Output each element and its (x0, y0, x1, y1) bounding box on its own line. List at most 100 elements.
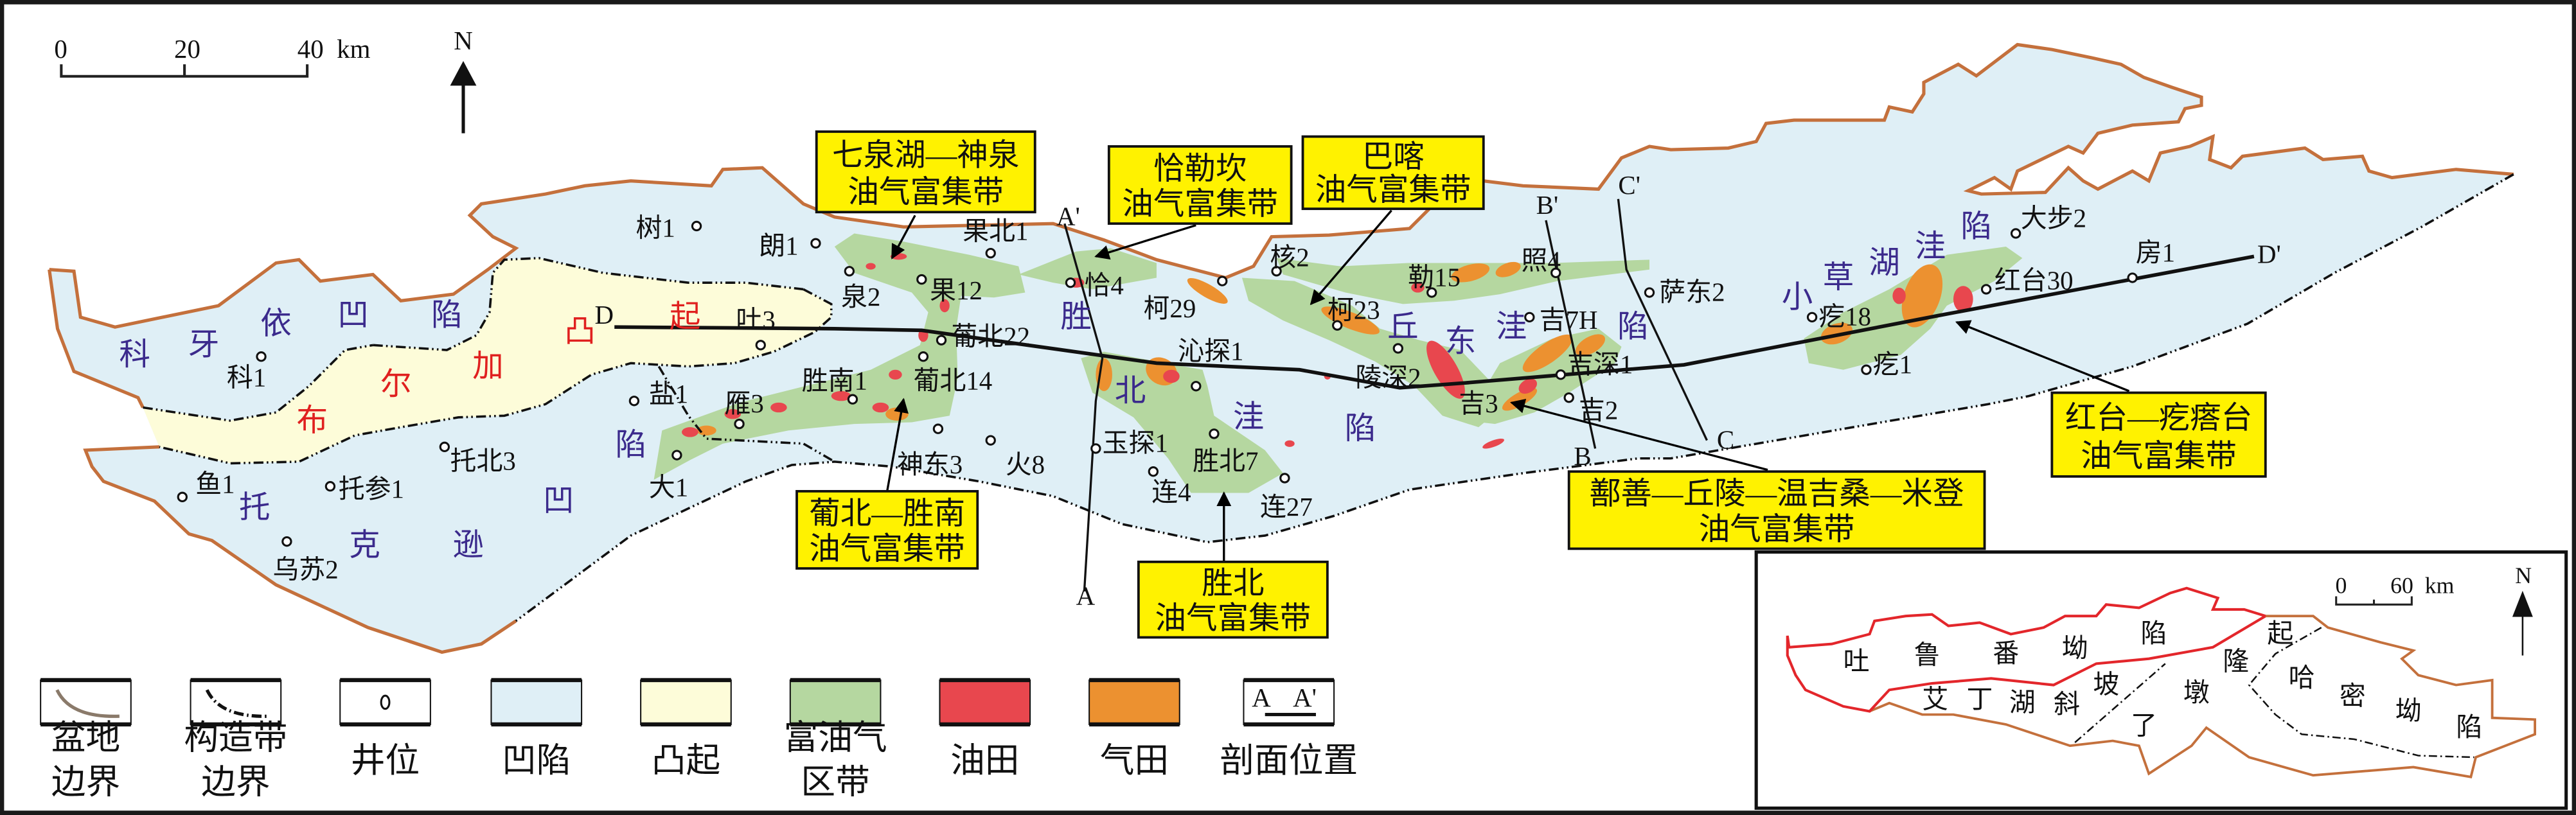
inset-scale-tick-60: 60 (2390, 572, 2413, 598)
cross-section-line (1063, 223, 1104, 592)
well[interactable]: 胜北7 (1193, 428, 1258, 476)
well[interactable]: 托参1 (324, 475, 404, 504)
region-label-char: 凸 (564, 314, 596, 349)
inset-turpan-boundary (1786, 586, 2266, 713)
oil-field (724, 409, 742, 419)
inset-north-arrow-icon (2512, 590, 2533, 656)
well[interactable]: 红台30 (1980, 266, 2074, 295)
well[interactable]: 吉2 (1563, 392, 1618, 425)
callout-box (2050, 391, 2267, 478)
well-label: 火8 (1006, 450, 1045, 479)
callout-text: 恰勒坎 (1153, 151, 1247, 186)
well-label: 柯23 (1328, 295, 1380, 324)
well-marker-icon (671, 450, 682, 460)
well[interactable]: 吐3 (736, 306, 776, 351)
well[interactable]: 科1 (227, 351, 267, 392)
callout-box (1567, 470, 1986, 550)
well-label: 吐3 (736, 306, 775, 335)
well[interactable]: 乌苏2 (272, 536, 339, 584)
well[interactable]: 萨东2 (1644, 277, 1725, 306)
well[interactable]: 疙18 (1806, 302, 1871, 331)
well[interactable]: 吉7H (1524, 306, 1598, 335)
well[interactable]: 沁探1 (1178, 337, 1243, 392)
well[interactable]: 托北3 (439, 441, 516, 476)
well[interactable]: 泉2 (841, 266, 880, 311)
well-marker-icon (691, 220, 702, 232)
well-marker-icon (844, 266, 855, 277)
oil-field (866, 263, 876, 270)
legend-label: 井位 (351, 741, 420, 780)
gas-field (697, 425, 716, 435)
region-label-char: 克 (349, 528, 380, 563)
well[interactable]: 照4 (1522, 247, 1561, 279)
region-label-char: 依 (260, 306, 292, 340)
well-marker-icon (1090, 443, 1101, 454)
well[interactable]: 勒15 (1408, 263, 1461, 298)
well-marker-icon (1279, 473, 1290, 484)
inset-unit-char: 艾 (1922, 685, 1948, 714)
north-label: N (454, 26, 473, 55)
well[interactable]: 雁3 (725, 389, 764, 430)
well[interactable]: 吉3 (1459, 389, 1498, 418)
well[interactable]: 神东3 (897, 423, 963, 479)
well[interactable]: 恰4 (1065, 271, 1124, 300)
callout-arrow-icon (1094, 224, 1196, 260)
region-label-char: 小 (1782, 280, 1813, 315)
well[interactable]: 疙1 (1861, 350, 1912, 379)
well[interactable]: 柯29 (1144, 276, 1228, 323)
inset-unit-char: 陷 (2456, 713, 2482, 742)
well[interactable]: 火8 (985, 435, 1045, 479)
region-label-char: 陷 (1617, 310, 1649, 344)
inset-unit-char: 丁 (1966, 685, 1993, 714)
well[interactable]: 柯23 (1328, 295, 1380, 331)
legend-section-end: A' (1293, 683, 1317, 712)
well-marker-icon (1191, 381, 1202, 392)
section-endpoint-label: B' (1536, 191, 1559, 220)
well[interactable]: 果12 (916, 274, 982, 305)
scale-tick-0: 0 (54, 35, 67, 64)
well[interactable]: 大步2 (2010, 204, 2086, 239)
well-label: 胜北7 (1193, 447, 1258, 476)
region-label-char: 逊 (452, 528, 484, 563)
inset-unit-char: 斜 (2054, 690, 2080, 719)
well-label: 吉3 (1459, 389, 1498, 418)
well[interactable]: 陵深2 (1355, 343, 1421, 392)
cross-section-line-d (614, 254, 2255, 390)
well[interactable]: 盐1 (628, 380, 688, 408)
legend-label: 气田 (1100, 741, 1169, 780)
callout-text: 葡北—胜南 (809, 496, 965, 530)
well-marker-icon (281, 536, 292, 547)
section-endpoint-label: A (1076, 581, 1096, 610)
well[interactable]: 胜南1 (802, 366, 867, 405)
legend-item: 凹陷 (490, 678, 583, 780)
well-label: 沁探1 (1178, 337, 1243, 365)
well[interactable]: 连27 (1260, 473, 1313, 521)
well-marker-icon (1332, 320, 1343, 331)
well[interactable]: 树1 (635, 214, 702, 243)
well-marker-icon (1980, 284, 1992, 295)
well[interactable]: 朗1 (759, 232, 821, 261)
well[interactable]: 大1 (649, 450, 688, 502)
well-label: 照4 (1522, 247, 1561, 276)
gas-field (1096, 358, 1112, 391)
well[interactable]: 核2 (1270, 243, 1310, 277)
well-marker-icon (177, 491, 188, 503)
well[interactable]: 鱼1 (177, 469, 235, 503)
well-label: 连27 (1260, 493, 1313, 521)
legend-label: 剖面位置 (1220, 741, 1358, 780)
well[interactable]: 连4 (1148, 466, 1191, 507)
rich-zone (1241, 277, 1507, 428)
well[interactable]: 房1 (2127, 238, 2175, 283)
callout-text: 胜北 (1202, 566, 1264, 600)
legend-swatch (1088, 679, 1180, 725)
callout-text: 油气富集带 (1155, 600, 1311, 635)
well[interactable]: 葡北14 (914, 351, 993, 396)
well[interactable]: 玉探1 (1090, 429, 1168, 458)
well[interactable]: 葡北22 (936, 322, 1030, 351)
gas-field (885, 407, 909, 421)
well[interactable]: 果北1 (963, 217, 1028, 259)
well[interactable]: 吉深1 (1555, 350, 1633, 380)
callout-box (795, 489, 979, 570)
